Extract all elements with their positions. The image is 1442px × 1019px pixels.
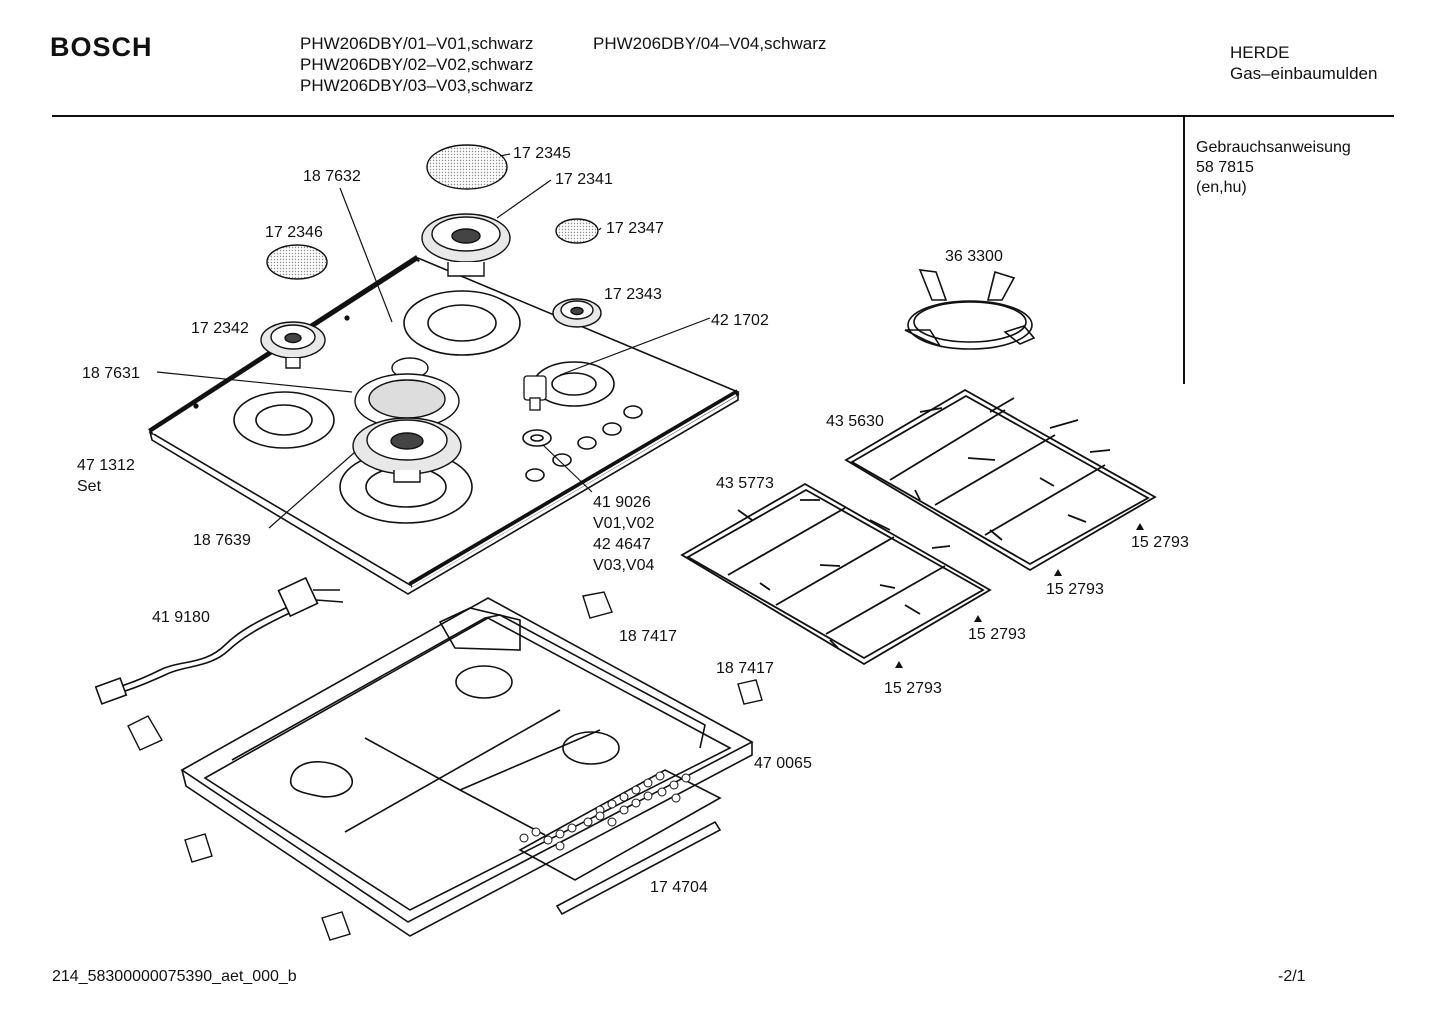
part-label: 17 4704 xyxy=(650,879,708,896)
part-label: 43 5773 xyxy=(716,475,774,492)
part-label: 17 2343 xyxy=(604,286,662,303)
model-number: PHW206DBY/04–V04,schwarz xyxy=(593,34,827,53)
category-title: HERDE xyxy=(1230,43,1290,62)
model-list-primary: PHW206DBY/01–V01,schwarz PHW206DBY/02–V0… xyxy=(300,33,533,96)
part-label: 42 4647 xyxy=(593,536,651,553)
mounting-clip xyxy=(127,591,763,941)
pan-support-right xyxy=(844,388,1157,572)
part-label: 15 2793 xyxy=(1046,581,1104,598)
part-labels: 17 2345 17 2341 18 7632 17 2346 17 2347 … xyxy=(77,145,1189,896)
manual-languages: (en,hu) xyxy=(1196,179,1247,196)
brand-logo: BOSCH xyxy=(50,32,153,62)
burner-cap-medium xyxy=(266,244,328,280)
burner-wok-front xyxy=(352,357,462,483)
part-label: 17 2345 xyxy=(513,145,571,162)
model-number: PHW206DBY/01–V01,schwarz xyxy=(300,34,534,53)
part-label: 41 9180 xyxy=(152,609,210,626)
model-list-secondary: PHW206DBY/04–V04,schwarz xyxy=(593,33,826,54)
burner-small-right xyxy=(552,298,602,328)
leader-lines xyxy=(156,153,711,529)
burner-medium-left xyxy=(260,321,326,369)
category-block: HERDE Gas–einbaumulden xyxy=(1230,42,1377,84)
part-label: 17 2346 xyxy=(265,224,323,241)
part-label: 41 9026 xyxy=(593,494,651,511)
part-label: 42 1702 xyxy=(711,312,769,329)
part-label: 15 2793 xyxy=(1131,534,1189,551)
manual-number: 58 7815 xyxy=(1196,159,1254,176)
rubber-foot xyxy=(895,523,1144,668)
part-label: 18 7417 xyxy=(716,660,774,677)
manual-title: Gebrauchsanweisung xyxy=(1196,139,1351,156)
part-label: 17 2341 xyxy=(555,171,613,188)
burner-cap-large xyxy=(426,144,508,190)
page-number: -2/1 xyxy=(1278,968,1306,985)
part-label: 18 7631 xyxy=(82,365,140,382)
part-label: V03,V04 xyxy=(593,557,654,574)
vent-holes xyxy=(519,771,691,851)
part-label: V01,V02 xyxy=(593,515,654,532)
part-label: 36 3300 xyxy=(945,248,1003,265)
document-id: 214_58300000075390_aet_000_b xyxy=(52,968,297,985)
part-label: 43 5630 xyxy=(826,413,884,430)
burner-large-rear xyxy=(421,213,511,277)
ignition-electrode xyxy=(523,375,547,411)
part-label: 15 2793 xyxy=(968,626,1026,643)
seal-strip xyxy=(555,820,722,916)
part-label: 17 2347 xyxy=(606,220,664,237)
power-cord xyxy=(94,576,344,705)
part-label: 18 7632 xyxy=(303,168,361,185)
model-number: PHW206DBY/02–V02,schwarz xyxy=(300,55,534,74)
part-label: 15 2793 xyxy=(884,680,942,697)
manual-reference: Gebrauchsanweisung 58 7815 (en,hu) xyxy=(1196,138,1351,198)
category-subtitle: Gas–einbaumulden xyxy=(1230,64,1378,83)
part-label: 47 1312 xyxy=(77,457,135,474)
part-label: 18 7639 xyxy=(193,532,251,549)
base-tray xyxy=(180,597,754,937)
model-number: PHW206DBY/03–V03,schwarz xyxy=(300,76,534,95)
sidebar-divider xyxy=(1183,116,1185,384)
part-label: 17 2342 xyxy=(191,320,249,337)
part-label: Set xyxy=(77,478,102,495)
wok-ring xyxy=(904,269,1036,350)
burner-cap-small xyxy=(555,218,599,244)
header-divider xyxy=(52,115,1394,117)
pan-support-left xyxy=(680,482,992,666)
part-label: 47 0065 xyxy=(754,755,812,772)
part-label: 18 7417 xyxy=(619,628,677,645)
